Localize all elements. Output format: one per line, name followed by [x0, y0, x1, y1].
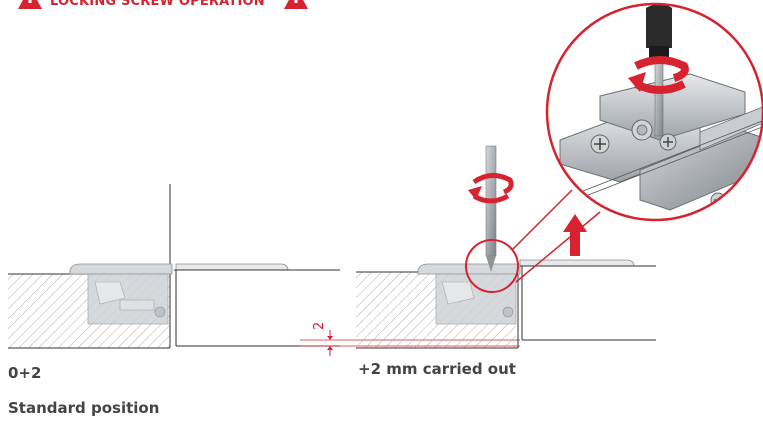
warning-triangle-icon — [18, 0, 42, 9]
screwdriver-icon — [646, 4, 672, 137]
hinge-cup — [417, 263, 521, 325]
standard-position-caption: Standard position — [8, 399, 160, 417]
rotation-arrow-icon — [468, 173, 514, 204]
zoom-detail — [545, 2, 763, 222]
detail-highlight-circle — [465, 239, 519, 293]
right-assembly — [356, 145, 656, 349]
screw-head-icon — [659, 133, 677, 151]
warning-triangle-icon — [284, 0, 308, 9]
page-title: LOCKING SCREW OPERATION — [50, 0, 265, 9]
door-panel — [519, 259, 656, 341]
screw-head-icon — [631, 119, 653, 141]
hinge-cup — [69, 263, 173, 325]
door-panel — [174, 263, 340, 347]
rotation-arrow-icon — [628, 56, 689, 94]
left-value-caption: 0+2 — [8, 364, 42, 382]
up-arrow-icon — [563, 214, 587, 256]
screwdriver-icon — [485, 145, 497, 272]
screw-head-icon — [590, 134, 610, 154]
left-assembly — [8, 184, 340, 349]
right-value-caption: +2 mm carried out — [358, 360, 516, 378]
dimension-label: 2 — [312, 322, 327, 330]
